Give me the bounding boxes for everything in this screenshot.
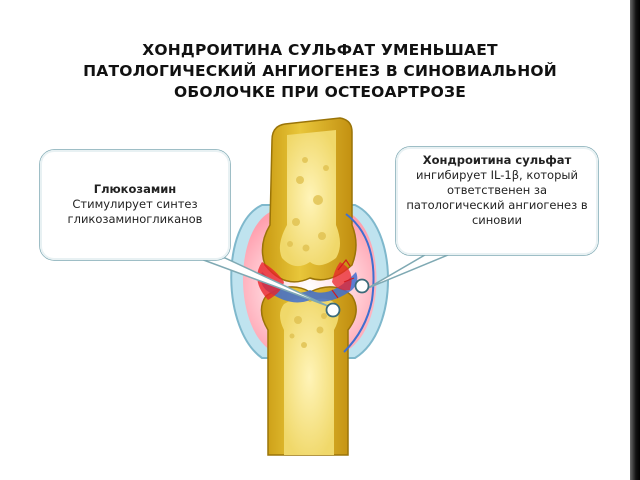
inflammation-right bbox=[332, 262, 352, 291]
right-target-circle bbox=[354, 278, 370, 294]
lower-bone-marrow bbox=[280, 298, 339, 455]
glucosamine-heading: Глюкозамин bbox=[93, 182, 177, 196]
title-line-2: ПАТОЛОГИЧЕСКИЙ АНГИОГЕНЕЗ В СИНОВИАЛЬНОЙ bbox=[83, 62, 557, 80]
chondroitin-line-2: ответственен за bbox=[446, 183, 548, 197]
upper-bone-pores bbox=[287, 157, 329, 252]
chondroitin-callout: Хондроитина сульфат ингибирует IL-1β, ко… bbox=[396, 147, 598, 255]
slide-edge-shadow bbox=[630, 0, 640, 480]
glucosamine-callout: Глюкозамин Стимулирует синтез гликозамин… bbox=[40, 150, 230, 260]
lower-bone-pores bbox=[289, 313, 327, 348]
slide-title: ХОНДРОИТИНА СУЛЬФАТ УМЕНЬШАЕТ ПАТОЛОГИЧЕ… bbox=[40, 40, 600, 103]
chondroitin-line-4: синовии bbox=[471, 213, 523, 227]
chondroitin-heading: Хондроитина сульфат bbox=[422, 153, 572, 167]
glucosamine-line-2: гликозаминогликанов bbox=[67, 212, 203, 226]
glucosamine-line-1: Стимулирует синтез bbox=[72, 197, 198, 211]
cartilage bbox=[260, 272, 358, 303]
blood-vessels bbox=[331, 258, 355, 299]
title-line-3: ОБОЛОЧКЕ ПРИ ОСТЕОАРТРОЗЕ bbox=[173, 83, 467, 101]
chondroitin-line-3: патологический ангиогенез в bbox=[406, 198, 588, 212]
left-target-circle bbox=[325, 302, 341, 318]
chondroitin-line-1: ингибирует IL-1β, который bbox=[416, 168, 578, 182]
title-line-1: ХОНДРОИТИНА СУЛЬФАТ УМЕНЬШАЕТ bbox=[142, 41, 498, 59]
upper-bone-marrow bbox=[279, 130, 340, 267]
synovial-membrane-line bbox=[343, 213, 375, 353]
